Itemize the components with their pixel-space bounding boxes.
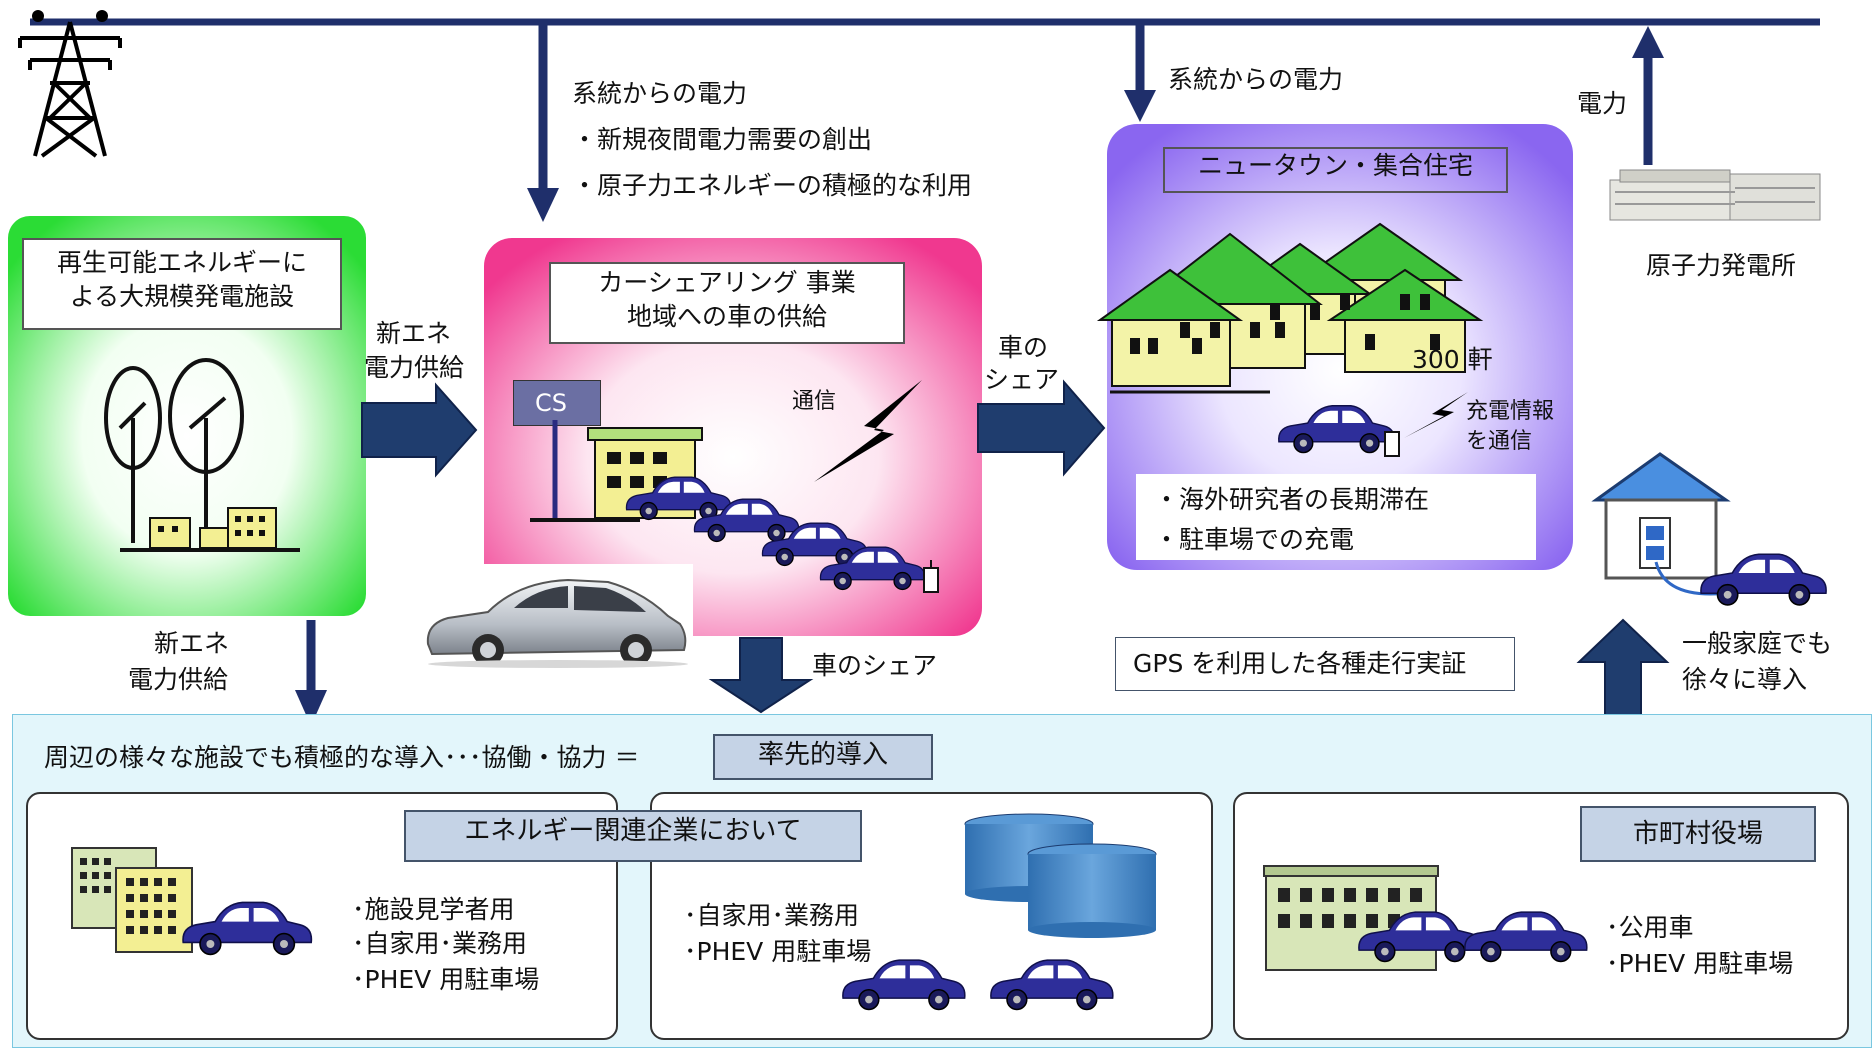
newtown-charger-icon [1384,431,1400,457]
signal-lightning-icon [1404,392,1468,438]
renewable-title-line2: よる大規模発電施設 [69,281,295,311]
renewable-title-line1: 再生可能エネルギーに [56,248,307,277]
arrow-renewable-to-carshare [361,382,478,478]
house-count: 300 軒 [1412,345,1493,374]
bullet-nuclear-use: ・原子力エネルギーの積極的な利用 [572,171,973,200]
city-title-badge: 市町村役場 [1580,806,1816,862]
lead-badge-text: 率先的導入 [757,740,888,770]
newtown-bullet1: ・海外研究者の長期滞在 [1154,485,1430,514]
city-title: 市町村役場 [1632,819,1763,849]
newtown-bullet2: ・駐車場での充電 [1154,525,1355,554]
storage-tanks-icon [964,813,1157,938]
household-car [1700,553,1827,606]
carshare-title-box: カーシェアリング 事業 地域への車の供給 [549,262,905,344]
cs-sign [513,380,601,426]
arrow-to-household [1576,618,1670,717]
city-car-2 [1464,911,1588,963]
newtown-bullets-box [1136,474,1536,560]
share-right-line2: シェア [984,365,1060,394]
energy-list2-item2: ･PHEV 用駐車場 [684,937,872,966]
charge-info-line1: 充電情報 [1466,399,1555,424]
share-right-line1: 車の [998,333,1049,362]
renewable-supply-down-line2: 電力供給 [128,665,229,694]
lightning-icon [814,380,922,482]
arrow-carshare-down [708,637,814,714]
renewable-title-box: 再生可能エネルギーに よる大規模発電施設 [22,238,342,330]
energy-list1-item3: ･PHEV 用駐車場 [352,965,540,994]
energy-list2-item1: ･自家用･業務用 [684,901,860,930]
carshare-car-4 [819,546,926,591]
gps-box [1115,637,1515,691]
grid-power-label-left: 系統からの電力 [572,79,748,108]
city-list-item2: ･PHEV 用駐車場 [1606,949,1794,978]
household-icon [1591,452,1747,596]
grid-power-label-right: 系統からの電力 [1168,65,1344,94]
renewable-supply-right-line1: 新エネ [376,319,452,348]
city-list-item1: ･公用車 [1606,913,1694,942]
household-line1: 一般家庭でも [1682,629,1833,658]
energy-panel-1-car [182,901,313,956]
energy-list1-item2: ･自家用･業務用 [352,929,528,958]
newtown-title-box: ニュータウン・集合住宅 [1163,147,1508,193]
charge-info-line2: を通信 [1466,429,1533,454]
gps-label: GPS を利用した各種走行実証 [1133,649,1467,678]
nuclear-label: 原子力発電所 [1646,251,1797,280]
power-label: 電力 [1577,89,1628,118]
houses-icon [1096,222,1484,394]
lead-badge: 率先的導入 [713,734,933,780]
carshare-title-line1: カーシェアリング 事業 [598,268,856,297]
newtown-title: ニュータウン・集合住宅 [1197,151,1473,180]
comm-label: 通信 [792,389,837,414]
bottom-intro: 周辺の様々な施設でも積極的な導入･･･協働・協力 ＝ [44,743,640,772]
charger-icon [923,560,939,593]
carshare-title-line2: 地域への車の供給 [626,301,827,331]
hybrid-car-image [418,564,693,669]
renewable-supply-right-line2: 電力供給 [364,353,465,382]
city-hall-icon [1263,865,1439,971]
share-down-label: 車のシェア [812,651,938,680]
cs-sign-text: CS [535,389,567,417]
nuclear-plant-icon [1609,169,1821,221]
energy-title: エネルギー関連企業において [464,816,802,846]
energy-panel-2-car-2 [990,959,1114,1011]
energy-panel-2-car-1 [842,959,966,1011]
household-line2: 徐々に導入 [1682,665,1808,694]
office-buildings-icon [71,847,193,953]
bullet-new-demand: ・新規夜間電力需要の創出 [572,125,873,154]
wind-farm-icon [104,358,300,552]
renewable-supply-down-line1: 新エネ [154,629,230,658]
arrow-carshare-to-newtown [977,379,1106,477]
energy-list1-item1: ･施設見学者用 [352,895,515,924]
energy-title-badge: エネルギー関連企業において [404,810,862,862]
power-pylon-icon [18,10,122,158]
